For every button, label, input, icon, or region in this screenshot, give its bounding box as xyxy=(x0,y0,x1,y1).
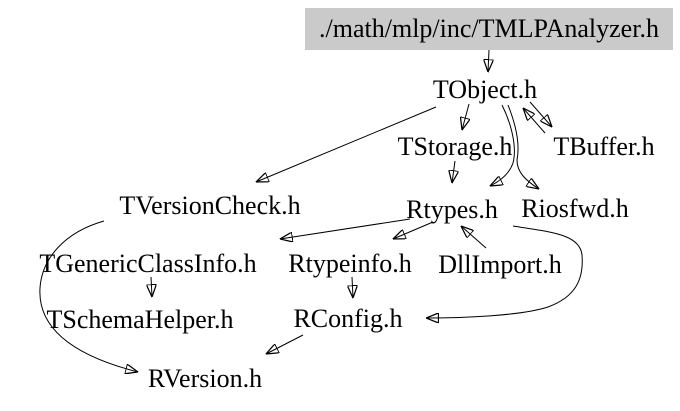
edge-tbuffer-to-tobject xyxy=(523,108,546,134)
node-tbuffer[interactable]: TBuffer.h xyxy=(553,132,655,161)
node-tschemahelper[interactable]: TSchemaHelper.h xyxy=(46,305,234,334)
node-tstorage[interactable]: TStorage.h xyxy=(397,132,513,161)
edge-tobject-to-rtypes xyxy=(490,104,515,186)
node-dllimport[interactable]: DllImport.h xyxy=(438,250,562,279)
edge-rtypeinfo-to-rconfig xyxy=(352,276,353,298)
edge-riosfwd-to-rconfig xyxy=(426,225,583,318)
node-rtypes[interactable]: Rtypes.h xyxy=(406,195,498,224)
edge-dllimport-to-rtypes xyxy=(461,226,487,249)
edge-tobject-to-tstorage xyxy=(462,103,469,130)
edge-tstorage-to-rtypes xyxy=(452,160,455,183)
node-tobject[interactable]: TObject.h xyxy=(432,75,538,104)
edge-tgenericclassinfo-to-tschemahelper xyxy=(151,276,152,297)
edge-rtypes-to-rtypeinfo xyxy=(393,221,434,239)
node-tmlpanalyzer-root: ./math/mlp/inc/TMLPAnalyzer.h xyxy=(305,8,673,50)
node-tversioncheck[interactable]: TVersionCheck.h xyxy=(119,191,301,220)
node-rtypeinfo[interactable]: Rtypeinfo.h xyxy=(288,249,412,278)
node-tgenericclassinfo[interactable]: TGenericClassInfo.h xyxy=(39,249,257,278)
node-riosfwd[interactable]: Riosfwd.h xyxy=(521,194,629,223)
edge-tversioncheck-to-rversion xyxy=(39,220,138,372)
edge-tobject-to-tbuffer xyxy=(529,101,552,127)
edge-tmlpanalyzer-to-tobject xyxy=(488,49,489,72)
node-rconfig[interactable]: RConfig.h xyxy=(293,304,403,333)
edge-tobject-to-tversioncheck xyxy=(256,106,437,182)
edge-tobject-to-riosfwd xyxy=(507,104,539,189)
edge-rtypes-to-tgenericclassinfo xyxy=(280,218,411,239)
node-rversion[interactable]: RVersion.h xyxy=(147,364,263,393)
edge-rconfig-to-rversion xyxy=(266,334,304,354)
